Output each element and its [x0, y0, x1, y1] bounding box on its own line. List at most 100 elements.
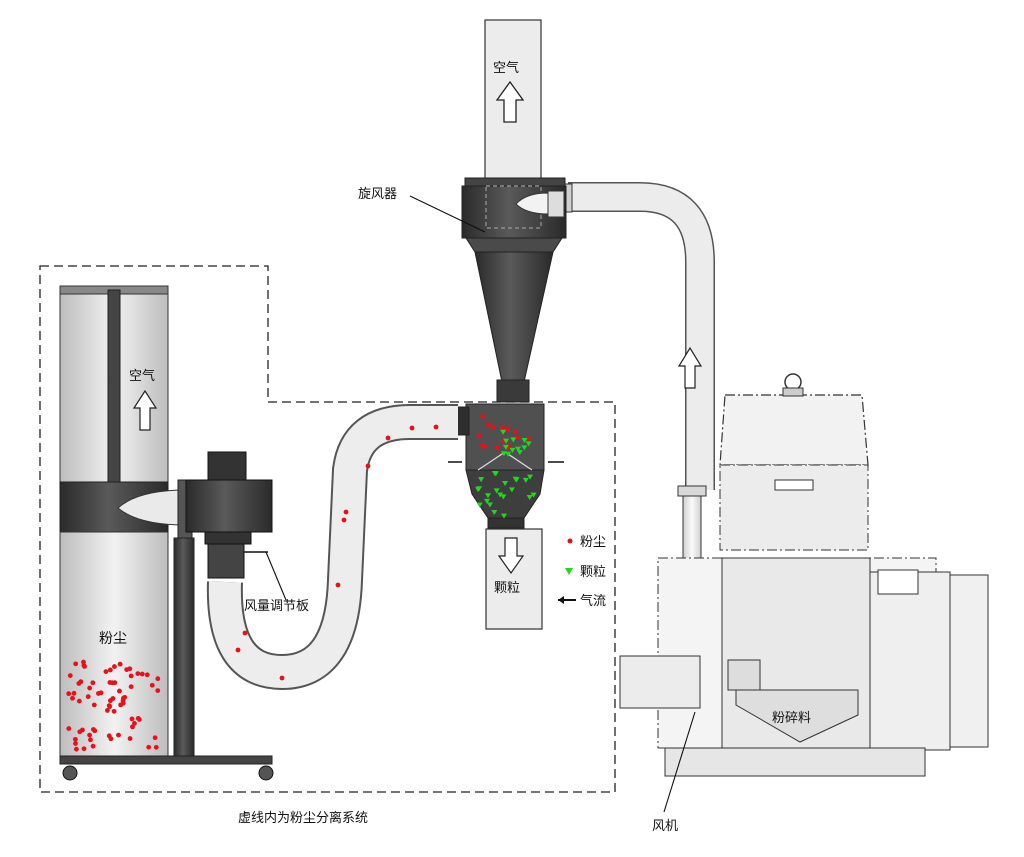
granule-marker [475, 487, 482, 493]
dust-dot [515, 434, 521, 440]
dust-dot [73, 661, 79, 667]
dust-dot [242, 630, 248, 636]
leader-cyclone [409, 195, 486, 233]
granule-marker [500, 429, 507, 435]
granule-marker [530, 492, 537, 498]
leader-fan [663, 711, 696, 813]
dust-dot [78, 679, 84, 685]
dust-dot [66, 726, 72, 731]
dust-dot [343, 509, 349, 515]
granule-marker [500, 494, 507, 500]
dust-dot [111, 708, 117, 714]
cyclone-label: 旋风器 [358, 187, 397, 202]
suction-pipe [206, 404, 458, 691]
dust-dot [500, 425, 506, 430]
air-top-label: 空气 [493, 60, 519, 76]
dust-dot [139, 671, 145, 677]
granule-marker [491, 509, 498, 515]
dust-dot [135, 671, 141, 677]
granule-marker [525, 441, 532, 447]
dust-dot [66, 691, 72, 697]
dust-dot [109, 680, 115, 686]
granules-bin [485, 528, 543, 630]
granule-marker [515, 446, 522, 452]
granule-marker [508, 487, 515, 493]
dust-dot [88, 737, 93, 743]
dust-dot [480, 414, 486, 419]
dust-dot [526, 436, 532, 441]
granule-marker [513, 477, 520, 483]
granule-marker [497, 492, 504, 498]
up-arrow-icon [677, 346, 703, 389]
dust-dot [130, 724, 135, 730]
dust-dot [112, 664, 117, 669]
dust-dot [91, 702, 97, 708]
dust-dot [490, 424, 496, 430]
dust-dot [512, 429, 518, 435]
granule-marker [502, 444, 509, 450]
legend-granule-marker [565, 568, 573, 575]
dust-dot [128, 673, 134, 679]
dust-dot [146, 744, 152, 750]
exhaust-duct [484, 19, 542, 181]
dust-dot [155, 688, 161, 693]
dust-dot [74, 746, 79, 752]
granule-marker [476, 502, 483, 508]
dust-dot [70, 695, 75, 701]
granule-marker [484, 498, 491, 504]
granule-marker [503, 438, 510, 444]
crushed-label: 粉碎料 [772, 711, 811, 726]
dust-dot [365, 463, 371, 469]
dust-dot [477, 433, 483, 439]
dust-dot [117, 661, 123, 667]
cyclone [461, 177, 567, 403]
dust-dot [103, 669, 109, 674]
dust-dot [76, 698, 82, 704]
dust-dot [127, 736, 133, 741]
granule-marker [521, 437, 528, 443]
granule-marker [486, 502, 493, 508]
granule-marker [522, 477, 529, 483]
dust-dot [482, 443, 488, 449]
granule-marker [526, 495, 533, 501]
granules-bin-label: 颗粒 [494, 581, 520, 596]
dust-dot [96, 691, 101, 696]
dust-dot [128, 684, 134, 690]
dust-dot [135, 715, 141, 721]
dust-dot [433, 424, 439, 430]
dust-dot [108, 736, 114, 742]
damper-label: 风量调节板 [244, 599, 309, 614]
dust-dot [335, 582, 341, 588]
granule-marker [485, 493, 492, 499]
granule-marker [493, 488, 500, 494]
dust-dot [117, 688, 122, 694]
up-arrow-icon [495, 80, 525, 123]
legend-dust-marker [567, 538, 573, 544]
crusher [619, 373, 989, 777]
up-arrow-icon [132, 389, 158, 431]
dust-dot [505, 426, 510, 432]
dust-dot [129, 716, 135, 722]
granule-marker [478, 477, 485, 483]
dust-dot [385, 435, 391, 441]
dust-collector [59, 285, 274, 781]
dust-dot [341, 517, 347, 523]
dust-dot [90, 743, 96, 749]
collector-blower [185, 451, 273, 579]
dust-dot [153, 744, 159, 750]
dust-dot [72, 736, 78, 742]
legend-dust-label: 粉尘 [580, 535, 606, 550]
dust-dot [81, 746, 87, 752]
granule-marker [502, 481, 509, 487]
dust-dot [152, 735, 158, 741]
air-left-label: 空气 [129, 368, 155, 384]
dust-dot [90, 680, 96, 686]
granule-marker [492, 471, 499, 477]
fan-label: 风机 [652, 819, 678, 834]
dust-dot [494, 445, 500, 450]
dust-dot [116, 732, 121, 738]
dust-dot [87, 732, 93, 738]
dust-dot [106, 703, 112, 709]
granule-marker [509, 447, 516, 453]
